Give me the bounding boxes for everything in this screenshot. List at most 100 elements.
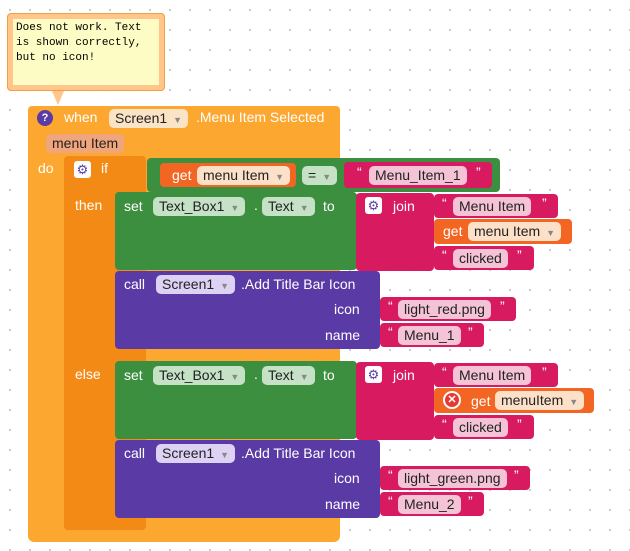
call-component: Screen1 [162,445,215,461]
operator: = [308,167,317,183]
icon-param-label: icon [334,470,360,486]
call-component: Screen1 [162,276,215,292]
chevron-down-icon: ▼ [230,372,240,382]
join-text-1-label: Menu Item [459,198,526,214]
set-component: Text_Box1 [159,367,225,383]
join-text-2-label: clicked [459,419,502,435]
comment-pointer [52,91,64,105]
quote-icon: “ [357,164,362,180]
else-label: else [75,366,101,382]
do-label: do [38,160,54,176]
set-property: Text [268,367,294,383]
set-component-dropdown[interactable]: Text_Box1 ▼ [153,197,246,216]
chevron-down-icon: ▼ [230,203,240,213]
call-label: call [124,445,146,461]
name-value-then-label: Menu_1 [404,327,455,343]
set-property-dropdown[interactable]: Text ▼ [262,197,315,216]
chevron-down-icon: ▼ [569,397,579,407]
chevron-down-icon: ▼ [173,115,183,125]
get-label: get [172,167,192,183]
join-gear-icon[interactable]: ⚙ [365,197,382,214]
call-component-dropdown[interactable]: Screen1▼ [156,444,236,463]
operator-dropdown[interactable]: =▼ [302,166,338,185]
chevron-down-icon: ▼ [299,203,309,213]
component-name: Screen1 [115,110,168,126]
join-gear-icon[interactable]: ⚙ [365,366,382,383]
call-label: call [124,276,146,292]
join-text-2[interactable]: clicked [453,249,508,268]
quote-icon: “ [442,364,447,380]
name-value-else-label: Menu_2 [404,496,455,512]
call-component-dropdown[interactable]: Screen1 ▼ [156,275,236,294]
join-text-2[interactable]: clicked [453,418,508,437]
quote-icon: “ [442,195,447,211]
join-var-dropdown[interactable]: menuItem ▼ [495,391,585,410]
call-method: .Add Title Bar Icon [241,276,356,292]
set-property: Text [268,198,294,214]
join-var-name: menu Item [474,223,541,239]
component-dropdown[interactable]: Screen1 ▼ [109,109,189,128]
comment-text[interactable]: Does not work. Text is shown correctly, … [13,19,159,85]
call-method: .Add Title Bar Icon [241,445,356,461]
help-icon[interactable]: ? [37,110,53,126]
set-component: Text_Box1 [159,198,225,214]
icon-value-then-label: light_red.png [404,301,485,317]
quote-icon: ” [517,416,522,432]
join-var-dropdown[interactable]: menu Item ▼ [468,222,562,241]
quote-icon: ” [468,324,473,340]
join-label: join [393,198,415,214]
join-text-1[interactable]: Menu Item [453,197,532,216]
icon-value-else-label: light_green.png [404,470,501,486]
then-label: then [75,197,103,213]
if-label: if [101,160,108,176]
icon-value-else[interactable]: light_green.png [398,469,507,488]
quote-icon: “ [388,298,393,314]
set-property-dropdown[interactable]: Text ▼ [262,366,315,385]
quote-icon: ” [517,247,522,263]
to-label: to [323,198,335,214]
join-text-1-label: Menu Item [459,367,526,383]
chevron-down-icon: ▼ [299,372,309,382]
join-text-1[interactable]: Menu Item [453,366,532,385]
when-label: when [64,109,98,125]
quote-icon: ” [500,298,505,314]
get-label: get [443,223,463,239]
chevron-down-icon: ▼ [546,228,556,238]
get-label: get [471,393,491,409]
quote-icon: “ [388,324,393,340]
icon-param-label: icon [334,301,360,317]
quote-icon: ” [542,195,547,211]
to-label: to [323,367,335,383]
text-value-label: Menu_Item_1 [375,167,461,183]
icon-value-then[interactable]: light_red.png [398,300,491,319]
quote-icon: ” [476,164,481,180]
text-value[interactable]: Menu_Item_1 [369,166,467,185]
var-dropdown[interactable]: menu Item ▼ [197,166,291,185]
join-text-2-label: clicked [459,250,502,266]
event-name: .Menu Item Selected [196,109,325,125]
chevron-down-icon: ▼ [322,172,332,182]
quote-icon: “ [442,416,447,432]
quote-icon: “ [388,467,393,483]
join-var-name: menuItem [501,392,564,408]
dot-label: . [254,197,258,213]
chevron-down-icon: ▼ [220,281,230,291]
comment-bubble[interactable]: Does not work. Text is shown correctly, … [7,13,165,91]
quote-icon: ” [514,467,519,483]
name-param-label: name [325,327,361,343]
set-label: set [124,198,143,214]
name-value-else[interactable]: Menu_2 [398,495,461,514]
name-value-then[interactable]: Menu_1 [398,326,461,345]
join-label: join [393,367,415,383]
name-param-label: name [325,496,361,512]
quote-icon: ” [542,364,547,380]
var-name: menu Item [203,167,270,183]
error-icon[interactable]: ✕ [443,391,461,409]
param-menu-item[interactable]: menu Item [46,134,125,153]
param-label: menu Item [52,135,119,151]
if-gear-icon[interactable]: ⚙ [74,161,91,178]
set-label: set [124,367,143,383]
set-component-dropdown[interactable]: Text_Box1 ▼ [153,366,246,385]
chevron-down-icon: ▼ [275,172,285,182]
quote-icon: “ [442,247,447,263]
